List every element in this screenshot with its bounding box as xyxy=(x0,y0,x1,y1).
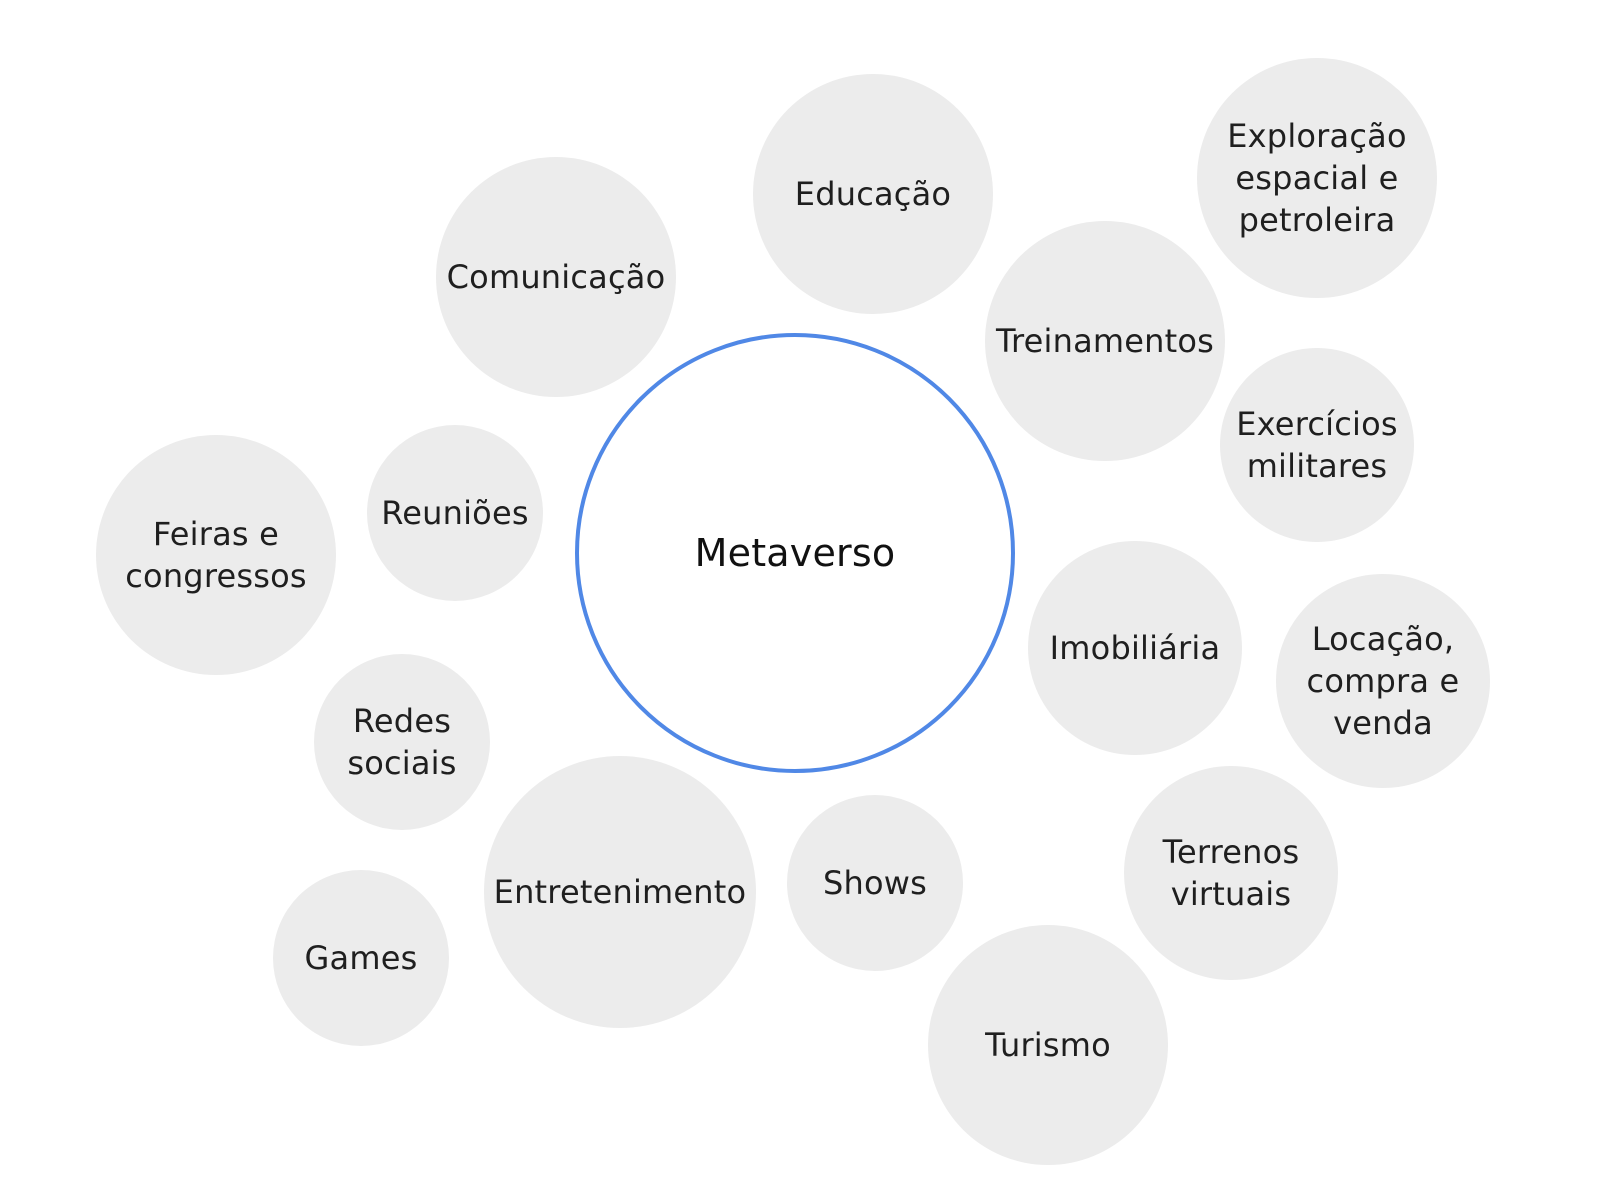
center-node-label: Metaverso xyxy=(694,531,896,575)
center-node-metaverso: Metaverso xyxy=(575,333,1015,773)
node-label: Imobiliária xyxy=(1049,629,1221,667)
node-terrenos-virtuais: Terrenos virtuais xyxy=(1124,766,1338,980)
node-label: Treinamentos xyxy=(995,322,1215,360)
node-label: Educação xyxy=(794,175,952,213)
node-imobiliaria: Imobiliária xyxy=(1028,541,1242,755)
node-label: Locação, compra e venda xyxy=(1306,620,1460,742)
node-locacao-compra-venda: Locação, compra e venda xyxy=(1276,574,1490,788)
node-label: Terrenos virtuais xyxy=(1162,833,1300,913)
node-label: Comunicação xyxy=(446,258,666,296)
node-exercicios-militares: Exercícios militares xyxy=(1220,348,1414,542)
node-label: Feiras e congressos xyxy=(125,515,307,595)
node-treinamentos: Treinamentos xyxy=(985,221,1225,461)
node-label: Exploração espacial e petroleira xyxy=(1227,117,1407,239)
node-reunioes: Reuniões xyxy=(367,425,543,601)
node-feiras-congressos: Feiras e congressos xyxy=(96,435,336,675)
node-games: Games xyxy=(273,870,449,1046)
node-label: Reuniões xyxy=(381,494,529,532)
node-shows: Shows xyxy=(787,795,963,971)
node-redes-sociais: Redes sociais xyxy=(314,654,490,830)
node-exploracao-espacial: Exploração espacial e petroleira xyxy=(1197,58,1437,298)
node-label: Redes sociais xyxy=(347,702,457,782)
node-label: Shows xyxy=(822,864,927,902)
node-label: Exercícios militares xyxy=(1236,405,1398,485)
node-comunicacao: Comunicação xyxy=(436,157,676,397)
node-turismo: Turismo xyxy=(928,925,1168,1165)
node-label: Turismo xyxy=(985,1026,1111,1064)
node-educacao: Educação xyxy=(753,74,993,314)
node-label: Games xyxy=(304,939,418,977)
node-entretenimento: Entretenimento xyxy=(484,756,756,1028)
node-label: Entretenimento xyxy=(493,873,747,911)
